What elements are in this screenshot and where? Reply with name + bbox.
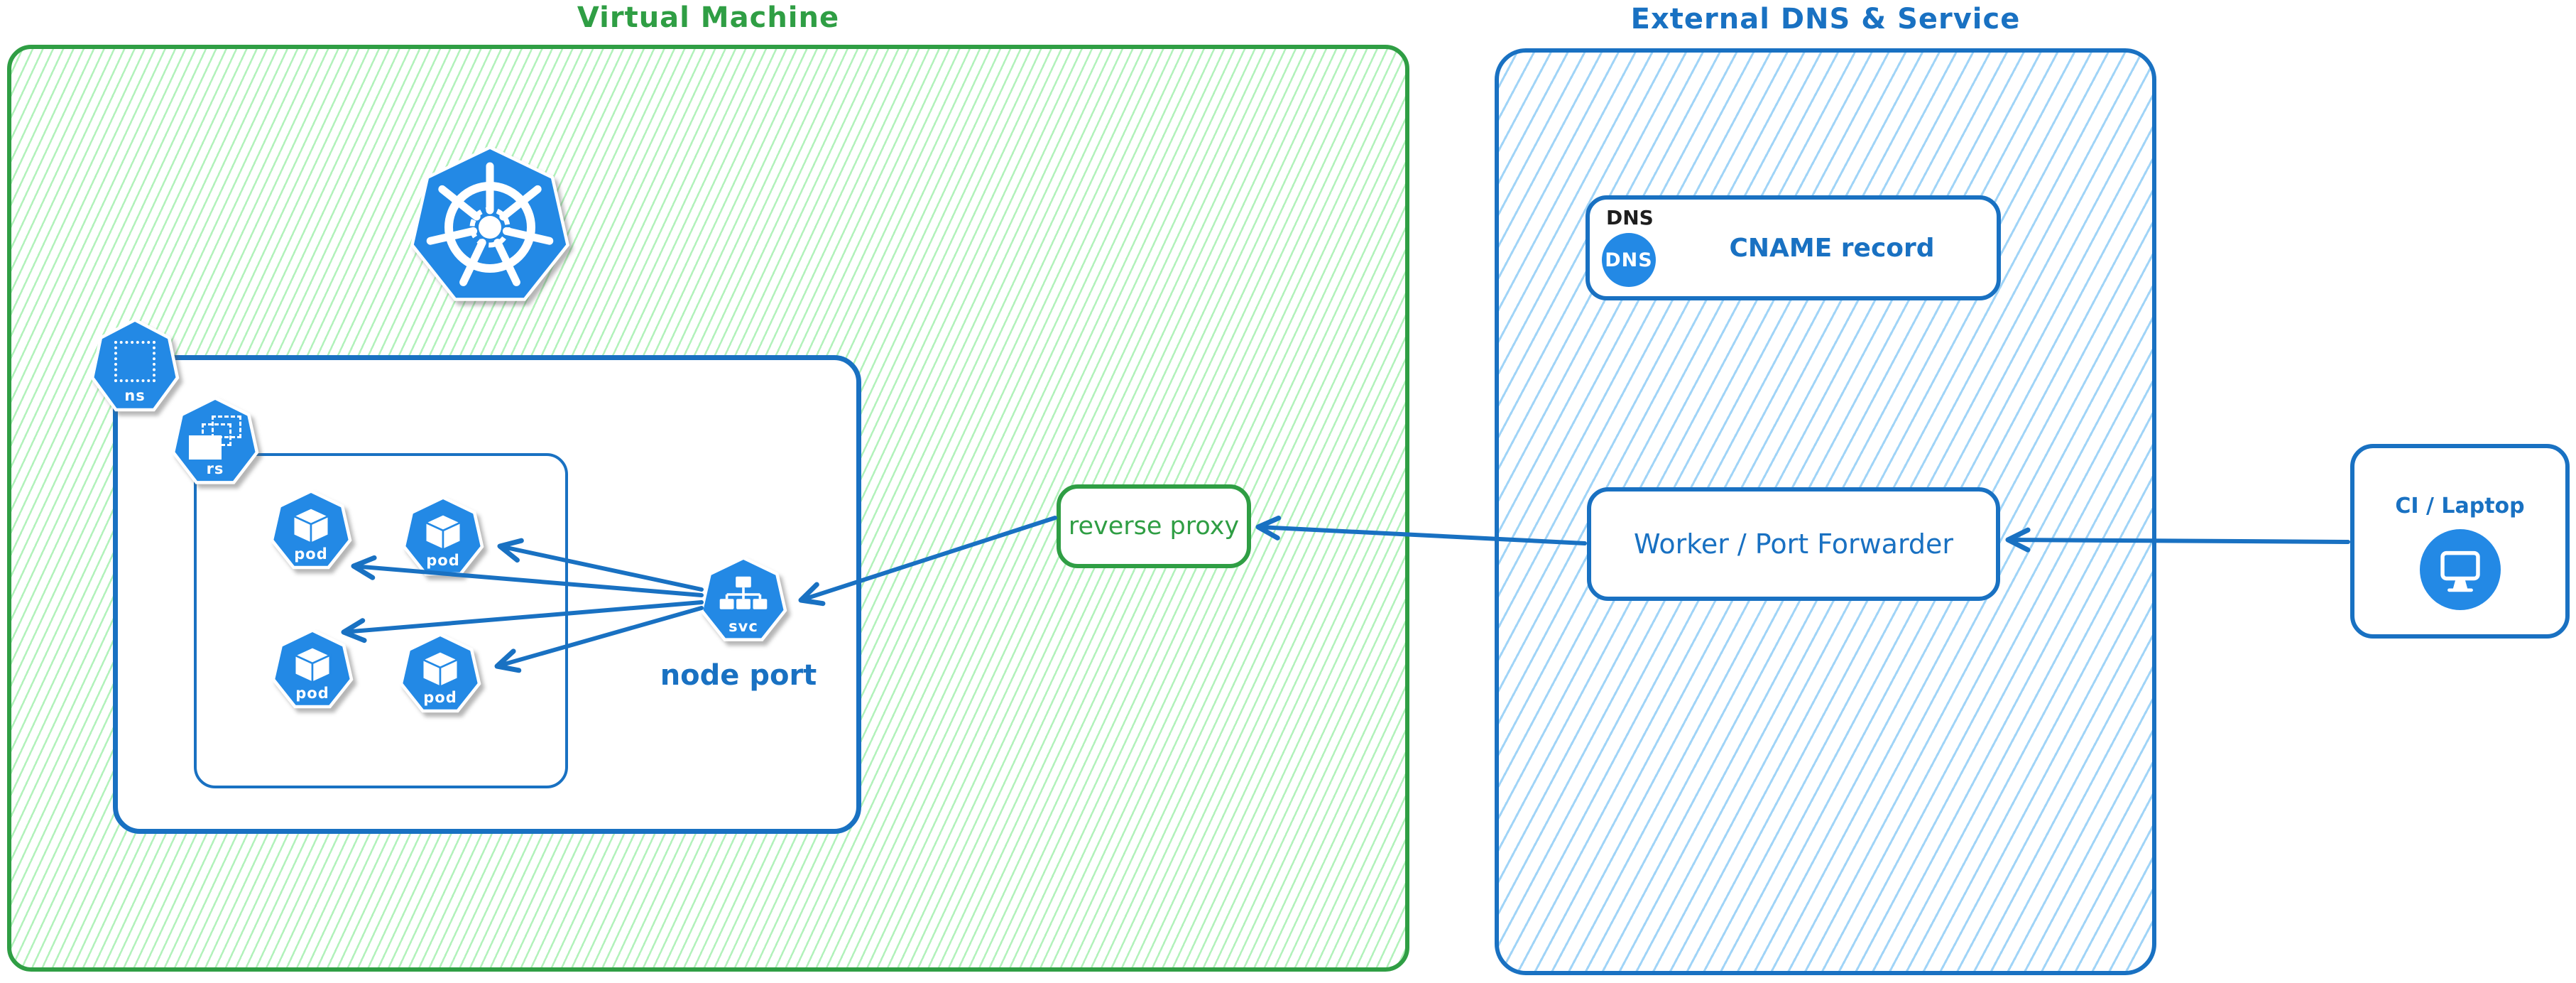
- monitor-icon: [2440, 550, 2480, 592]
- dns-badge-icon: DNS: [1602, 233, 1656, 287]
- node-port-label: node port: [660, 659, 817, 692]
- pod-icon: pod: [398, 633, 482, 717]
- service-label: svc: [728, 617, 758, 635]
- cube-icon: [420, 650, 460, 687]
- reverse-proxy-label: reverse proxy: [1068, 512, 1240, 541]
- pods-group-box: [194, 453, 568, 788]
- dns-card: [1586, 195, 2001, 300]
- replicaset-label: rs: [206, 460, 224, 478]
- dns-tag-label: DNS: [1606, 206, 1654, 229]
- cube-icon: [423, 513, 463, 550]
- external-region-title: External DNS & Service: [1630, 3, 2021, 36]
- kubernetes-logo-icon: [408, 146, 572, 309]
- service-icon: svc: [699, 556, 788, 646]
- pod-icon: pod: [269, 489, 353, 573]
- namespace-dotted-square: [114, 341, 155, 382]
- replicaset-stacked-rects: [189, 416, 241, 460]
- pod-label: pod: [294, 545, 328, 563]
- namespace-label: ns: [124, 387, 146, 405]
- pod-label: pod: [423, 689, 457, 707]
- reverse-proxy-box: reverse proxy: [1057, 484, 1251, 568]
- laptop-icon: [2420, 529, 2501, 610]
- namespace-icon: ns: [89, 318, 180, 416]
- ci-laptop-label: CI / Laptop: [2395, 494, 2525, 518]
- pod-icon: pod: [401, 496, 485, 580]
- service-tree-icon: [719, 576, 768, 609]
- dns-badge-text: DNS: [1605, 249, 1653, 271]
- pod-label: pod: [426, 552, 460, 570]
- replicaset-icon: rs: [170, 396, 260, 489]
- worker-port-forwarder-box: Worker / Port Forwarder: [1587, 487, 2000, 601]
- pod-icon: pod: [271, 629, 354, 712]
- cname-record-label: CNAME record: [1729, 233, 1935, 263]
- cube-icon: [293, 646, 332, 683]
- worker-port-forwarder-label: Worker / Port Forwarder: [1633, 528, 1954, 560]
- pod-label: pod: [295, 685, 329, 702]
- cube-icon: [291, 506, 331, 543]
- kubernetes-helm-wheel: [426, 162, 554, 286]
- vm-region-title: Virtual Machine: [577, 1, 840, 34]
